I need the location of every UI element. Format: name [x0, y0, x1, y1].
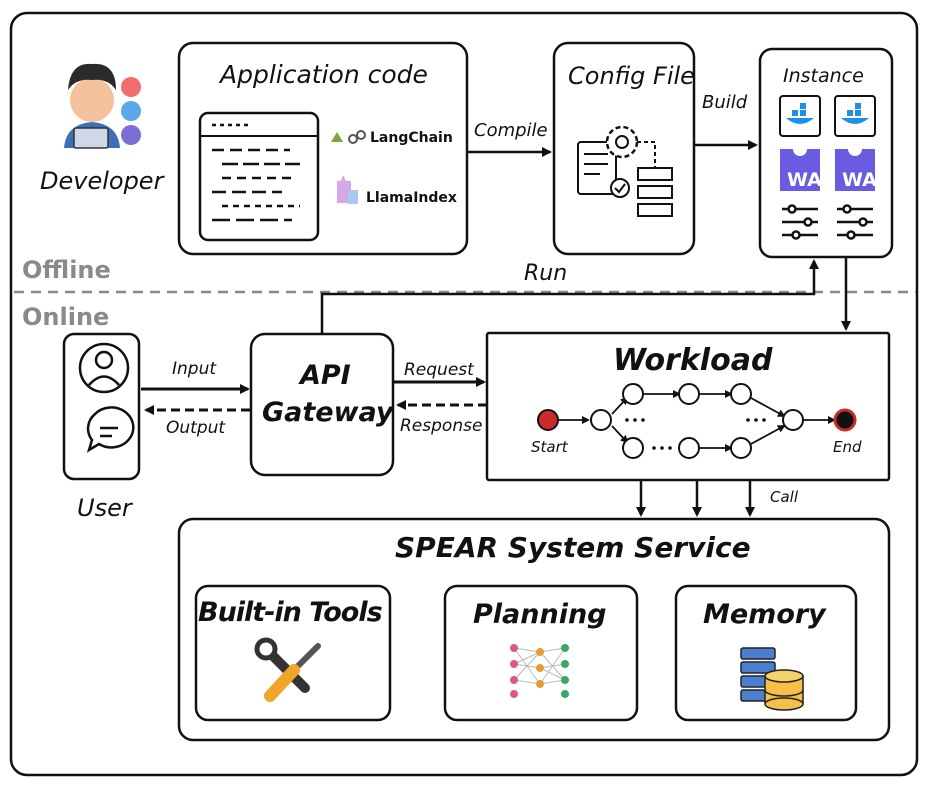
input-label: Input [172, 359, 217, 379]
docker-icon [834, 95, 876, 137]
neural-network-icon [510, 644, 569, 698]
workload-node [730, 383, 752, 405]
compile-label: Compile [474, 120, 548, 141]
database-server-icon [740, 647, 804, 711]
docker-icon [779, 95, 821, 137]
langchain-logo-icon [331, 130, 366, 144]
wrench-screwdriver-icon [254, 637, 321, 702]
spear-system-service-title: SPEAR System Service [395, 531, 751, 564]
user-avatar-icon [78, 342, 130, 394]
online-label: Online [22, 303, 110, 331]
llamaindex-label: LlamaIndex [366, 190, 457, 206]
application-code-title: Application code [220, 60, 428, 89]
workload-start-node [537, 409, 559, 431]
memory-title: Memory [703, 599, 826, 630]
workload-graph [558, 390, 836, 452]
api-gateway-title-line2: Gateway [262, 397, 394, 428]
api-gateway-title-line1: API [300, 360, 351, 391]
workload-node [622, 383, 644, 405]
wa-label: WA [842, 169, 877, 191]
request-label: Request [404, 360, 474, 380]
run-arrow [320, 259, 819, 333]
workload-node [590, 409, 612, 431]
llamaindex-logo-icon [337, 175, 358, 204]
sliders-icon [837, 204, 873, 240]
workload-node [678, 383, 700, 405]
output-label: Output [166, 418, 226, 438]
workload-node [730, 437, 752, 459]
api-gateway-box [249, 332, 395, 477]
sliders-icon [782, 204, 818, 240]
outer-frame [9, 11, 919, 777]
developer-label: Developer [40, 167, 164, 195]
chat-bubble-icon [86, 406, 135, 453]
workload-box [485, 331, 891, 482]
workload-node [678, 437, 700, 459]
build-label: Build [702, 92, 748, 113]
workload-node [782, 409, 804, 431]
built-in-tools-box [194, 584, 392, 722]
call-label: Call [770, 488, 799, 506]
langchain-label: LangChain [370, 130, 453, 146]
run-label: Run [524, 261, 568, 286]
ellipsis-icon [625, 418, 766, 450]
response-label: Response [400, 416, 483, 436]
wa-label: WA [787, 169, 822, 191]
planning-title: Planning [473, 599, 607, 630]
workload-end-node [833, 408, 857, 432]
workload-start-label: Start [531, 438, 568, 456]
config-file-icon [577, 125, 673, 217]
workload-node [622, 437, 644, 459]
webassembly-icon [835, 149, 875, 191]
code-editor-icon [198, 111, 320, 242]
instance-title: Instance [783, 65, 864, 87]
developer-icon [64, 63, 141, 149]
config-file-title: Config File [568, 62, 695, 90]
webassembly-icon [780, 149, 820, 191]
user-label: User [77, 494, 132, 522]
workload-title: Workload [613, 343, 773, 378]
user-box [62, 332, 141, 481]
offline-label: Offline [22, 256, 111, 284]
built-in-tools-title: Built-in Tools [198, 597, 383, 628]
workload-end-label: End [833, 438, 862, 456]
